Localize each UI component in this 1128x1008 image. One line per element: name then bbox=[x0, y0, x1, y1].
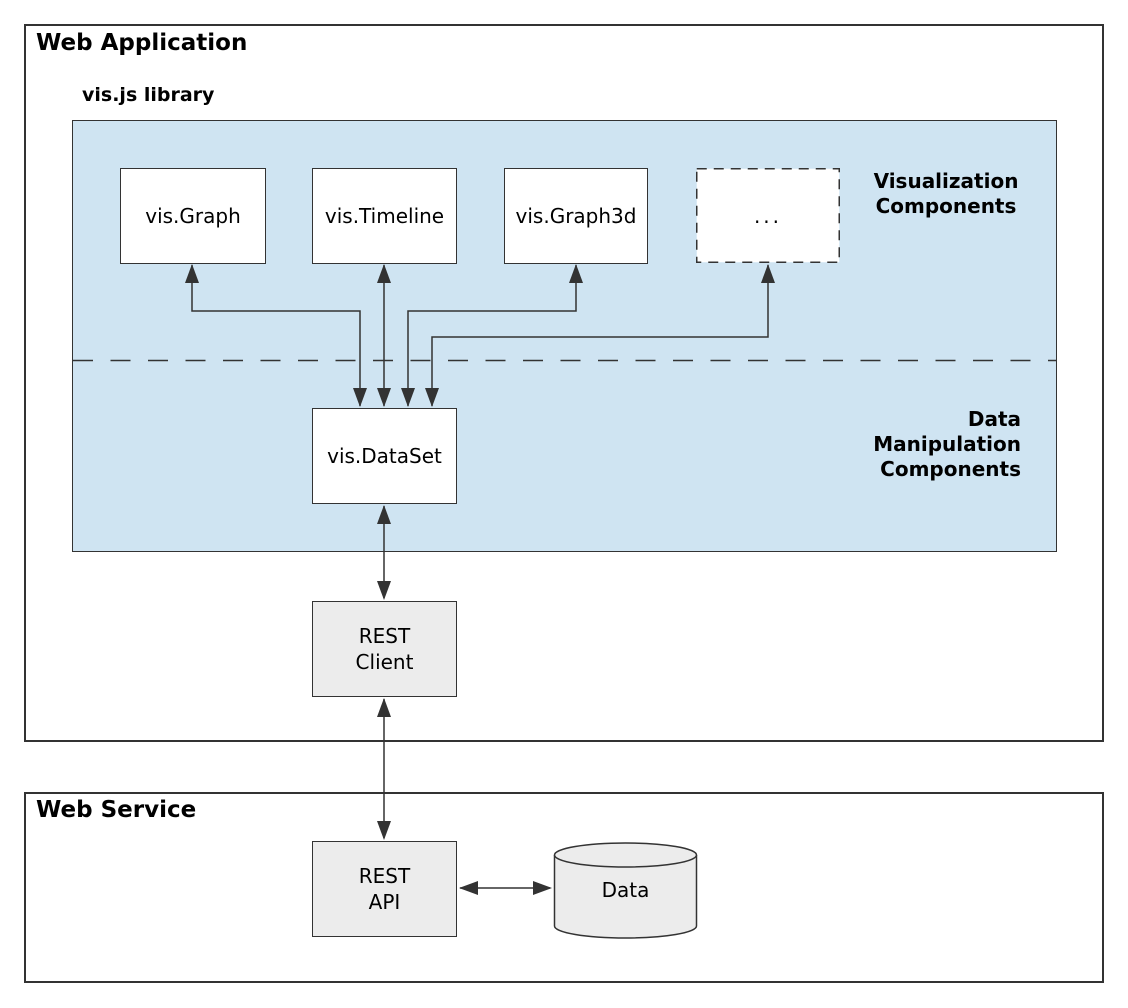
connector-graph-dataset bbox=[185, 264, 367, 407]
arrowhead-down-icon bbox=[377, 821, 391, 840]
manipulation-label-line3: Components bbox=[880, 457, 1021, 481]
node-data-store-label: Data bbox=[601, 878, 650, 902]
data-manipulation-components-label: Data Manipulation Components bbox=[821, 407, 1021, 482]
arrowhead-down-icon bbox=[377, 388, 391, 407]
connector-graph3d-dataset bbox=[401, 264, 583, 407]
visualization-components-label: Visualization Components bbox=[846, 169, 1046, 219]
node-rest-api-line1: REST bbox=[358, 864, 411, 888]
node-rest-api-line2: API bbox=[368, 890, 401, 914]
arrowhead-up-icon bbox=[761, 264, 775, 283]
connector-restapi-datastore bbox=[459, 881, 552, 895]
visualization-label-line2: Components bbox=[875, 194, 1017, 218]
node-more-components: ... bbox=[696, 168, 840, 263]
node-vis-graph3d-label: vis.Graph3d bbox=[515, 204, 637, 228]
node-rest-client-line2: Client bbox=[355, 650, 414, 674]
vis-library-title: vis.js library bbox=[82, 84, 215, 106]
connector-timeline-dataset bbox=[377, 264, 391, 407]
arrowhead-up-icon bbox=[377, 698, 391, 717]
arrowhead-down-icon bbox=[353, 388, 367, 407]
node-vis-graph-label: vis.Graph bbox=[145, 204, 241, 228]
arrowhead-left-icon bbox=[459, 881, 478, 895]
node-vis-timeline-label: vis.Timeline bbox=[324, 204, 445, 228]
arrowhead-right-icon bbox=[533, 881, 552, 895]
connector-restclient-restapi bbox=[377, 698, 391, 840]
database-cylinder-icon bbox=[553, 842, 698, 939]
node-data-store: Data bbox=[553, 842, 698, 939]
manipulation-label-line1: Data bbox=[967, 407, 1021, 431]
node-rest-client: REST Client bbox=[312, 601, 457, 697]
web-application-title: Web Application bbox=[36, 30, 248, 56]
arrowhead-up-icon bbox=[377, 505, 391, 524]
manipulation-label-line2: Manipulation bbox=[873, 432, 1021, 456]
node-vis-graph: vis.Graph bbox=[120, 168, 266, 264]
more-components-dashed-box bbox=[696, 168, 840, 263]
arrowhead-up-icon bbox=[377, 264, 391, 283]
node-rest-client-line1: REST bbox=[358, 624, 411, 648]
node-vis-timeline: vis.Timeline bbox=[312, 168, 457, 264]
arrowhead-up-icon bbox=[569, 264, 583, 283]
arrowhead-up-icon bbox=[185, 264, 199, 283]
connector-dataset-restclient bbox=[377, 505, 391, 600]
web-service-title: Web Service bbox=[36, 797, 197, 823]
arrowhead-down-icon bbox=[425, 388, 439, 407]
node-vis-dataset: vis.DataSet bbox=[312, 408, 457, 504]
node-more-components-label: ... bbox=[753, 203, 783, 228]
node-vis-graph3d: vis.Graph3d bbox=[504, 168, 648, 264]
node-rest-api: REST API bbox=[312, 841, 457, 937]
arrowhead-down-icon bbox=[401, 388, 415, 407]
node-vis-dataset-label: vis.DataSet bbox=[327, 444, 442, 468]
arrowhead-down-icon bbox=[377, 581, 391, 600]
visualization-label-line1: Visualization bbox=[873, 169, 1019, 193]
connector-more-dataset bbox=[425, 264, 775, 407]
